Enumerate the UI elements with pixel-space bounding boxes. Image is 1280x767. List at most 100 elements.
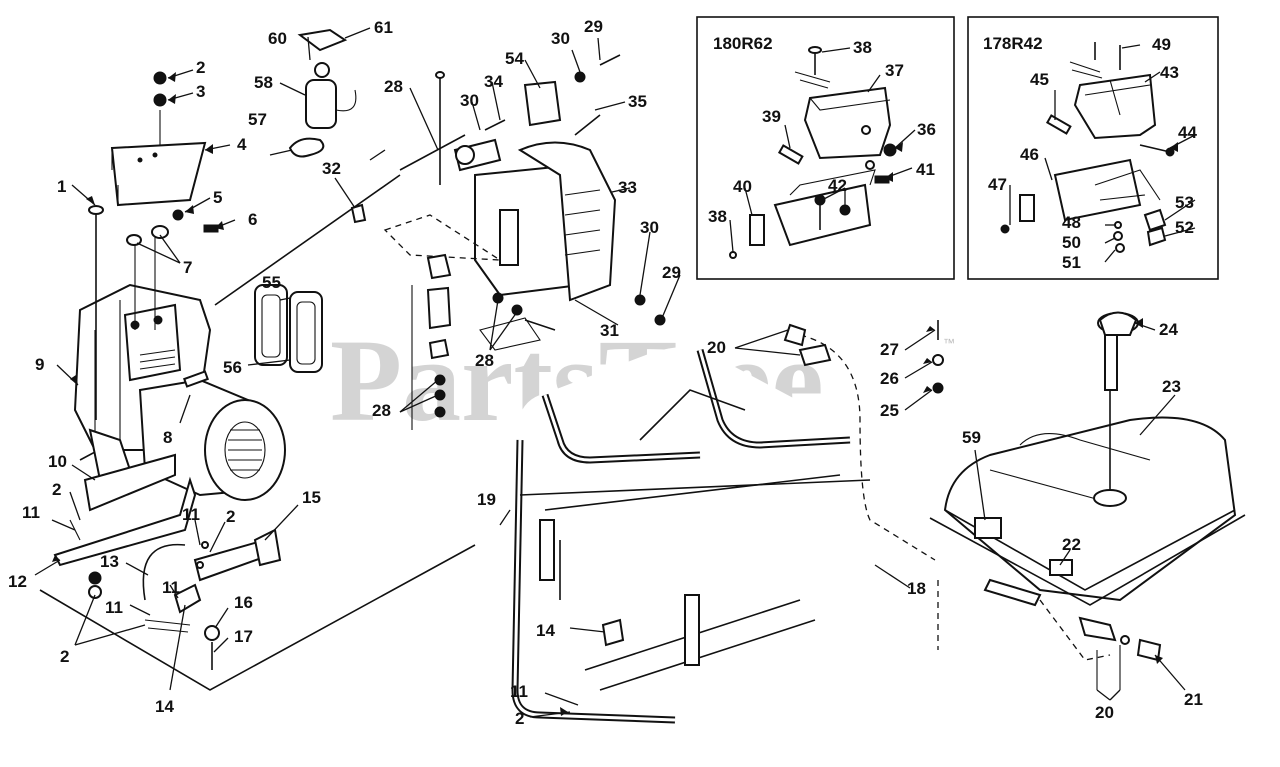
inset-178R42: 178R42 [967, 16, 1219, 280]
wire-harness [142, 543, 204, 633]
callout-17: 17 [234, 627, 253, 646]
callout-58: 58 [254, 73, 273, 92]
callout-4: 4 [237, 135, 247, 154]
callout-14: 14 [155, 697, 174, 716]
frame-assembly [511, 346, 877, 742]
callout-41: 41 [916, 160, 935, 179]
inset-border [967, 16, 1219, 280]
callout-26: 26 [880, 369, 899, 388]
callout-50: 50 [1062, 233, 1081, 252]
callout-49: 49 [1152, 35, 1171, 54]
callout-2d: 2 [226, 507, 235, 526]
callout-47: 47 [988, 175, 1007, 194]
callout-21: 21 [1184, 690, 1203, 709]
callout-40: 40 [733, 177, 752, 196]
callout-53: 53 [1175, 193, 1194, 212]
callout-34: 34 [484, 72, 503, 91]
air-cleaner [254, 284, 323, 373]
callout-31: 31 [600, 321, 619, 340]
callout-5: 5 [213, 188, 222, 207]
callout-labels: 2 3 4 5 6 7 1 9 8 10 2 11 12 13 11 11 2 … [8, 17, 1203, 728]
callout-9: 9 [35, 355, 44, 374]
callout-48: 48 [1062, 213, 1081, 232]
top-left-parts [288, 28, 367, 224]
callout-30: 30 [460, 91, 479, 110]
callout-3: 3 [196, 82, 205, 101]
inset-title: 178R42 [983, 34, 1043, 53]
callout-19: 19 [477, 490, 496, 509]
callout-28c: 28 [372, 401, 391, 420]
callout-37: 37 [885, 61, 904, 80]
callout-12: 12 [8, 572, 27, 591]
inset-border [696, 16, 955, 280]
callout-39: 39 [762, 107, 781, 126]
callout-30b: 30 [551, 29, 570, 48]
callout-11e: 11 [510, 682, 528, 701]
callout-20b: 20 [1095, 703, 1114, 722]
fuel-tank [943, 416, 1237, 602]
engine-assembly [73, 71, 286, 501]
callout-45: 45 [1030, 70, 1049, 89]
callout-35: 35 [628, 92, 647, 111]
callout-11d: 11 [182, 505, 200, 524]
callout-10: 10 [48, 452, 67, 471]
callout-6: 6 [248, 210, 257, 229]
callout-20: 20 [707, 338, 726, 357]
callout-2e: 2 [515, 709, 524, 728]
engine-mounts [53, 428, 282, 670]
callout-1: 1 [57, 177, 66, 196]
callout-2c: 2 [60, 647, 69, 666]
fuel-tank-assembly [783, 311, 1246, 690]
callout-46: 46 [1020, 145, 1039, 164]
callout-52: 52 [1175, 218, 1194, 237]
callout-36: 36 [917, 120, 936, 139]
callout-56: 56 [223, 358, 242, 377]
inset-title: 180R62 [713, 34, 773, 53]
callout-29b: 29 [662, 263, 681, 282]
callout-55: 55 [262, 273, 281, 292]
callout-13: 13 [100, 552, 119, 571]
callout-2: 2 [196, 58, 205, 77]
bracket-part [803, 86, 892, 160]
mount-12 [53, 476, 197, 567]
callout-11c: 11 [162, 578, 180, 597]
callout-60: 60 [268, 29, 287, 48]
callout-23: 23 [1162, 377, 1181, 396]
callout-24: 24 [1159, 320, 1178, 339]
callout-29: 29 [584, 17, 603, 36]
callout-2b: 2 [52, 480, 61, 499]
callout-61: 61 [374, 18, 393, 37]
callout-32: 32 [322, 159, 341, 178]
callout-38b: 38 [708, 207, 727, 226]
callout-16: 16 [234, 593, 253, 612]
callout-42: 42 [828, 176, 847, 195]
callout-38: 38 [853, 38, 872, 57]
callout-30c: 30 [640, 218, 659, 237]
callout-7: 7 [183, 258, 192, 277]
callout-18: 18 [907, 579, 926, 598]
watermark-trademark: ™ [943, 336, 955, 350]
shroud-4 [110, 141, 207, 207]
callout-25: 25 [880, 401, 899, 420]
callout-arrowheads [52, 72, 1178, 716]
callout-44: 44 [1178, 123, 1197, 142]
callout-54: 54 [505, 49, 524, 68]
callout-14b: 14 [536, 621, 555, 640]
callout-57: 57 [248, 110, 267, 129]
muffler-assembly [383, 54, 666, 430]
callout-27: 27 [880, 340, 899, 359]
callout-43: 43 [1160, 63, 1179, 82]
callout-11: 11 [22, 503, 40, 522]
callout-22: 22 [1062, 535, 1081, 554]
callout-28b: 28 [475, 351, 494, 370]
callout-11b: 11 [105, 598, 123, 617]
callout-51: 51 [1062, 253, 1081, 272]
callout-15: 15 [302, 488, 321, 507]
inset-180R62: 180R62 [696, 16, 955, 280]
callout-59: 59 [962, 428, 981, 447]
callout-28: 28 [384, 77, 403, 96]
callout-8: 8 [163, 428, 172, 447]
leader-lines [34, 27, 1196, 718]
mount-10 [83, 453, 176, 512]
